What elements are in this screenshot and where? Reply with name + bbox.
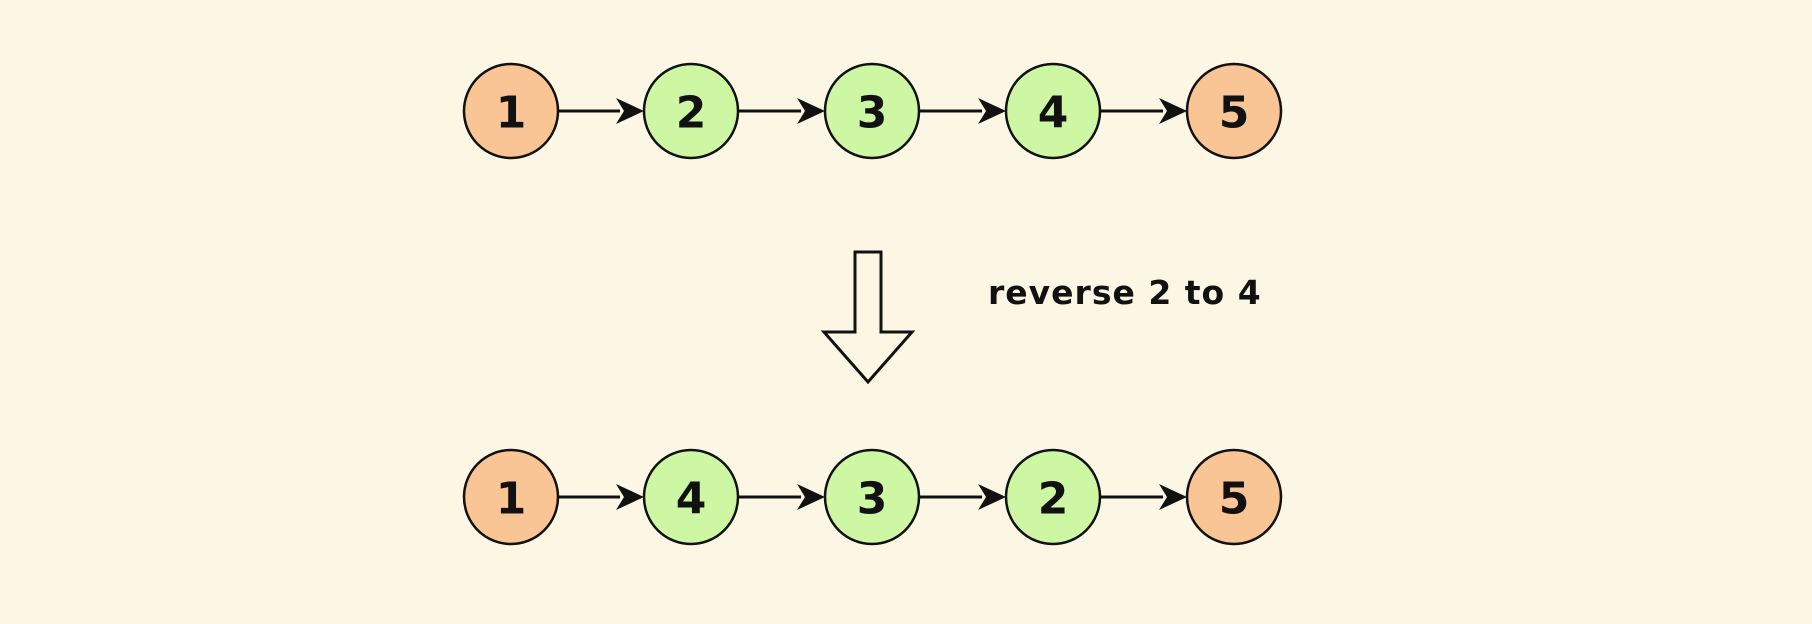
node-circle [1185,62,1283,160]
node-label: 4 [676,474,707,525]
node-label: 5 [1219,88,1250,139]
node-label: 2 [1038,474,1069,525]
node-label: 3 [857,474,888,525]
node-label: 1 [496,474,527,525]
list-node: 3 [823,62,921,160]
transition-caption: reverse 2 to 4 [988,273,1262,312]
list-node: 5 [1185,62,1283,160]
link-arrowhead-icon [978,98,1006,124]
node-label: 3 [857,88,888,139]
list-node: 4 [642,448,740,546]
node-circle [642,448,740,546]
transition-arrow-group: reverse 2 to 4 [820,250,1262,385]
list-after: 1 4 3 2 5 [462,448,1283,546]
node-label: 2 [676,88,707,139]
list-node: 2 [1004,448,1102,546]
list-node: 1 [462,62,560,160]
hollow-down-arrow-icon [820,250,916,385]
node-circle [1185,448,1283,546]
node-circle [462,448,560,546]
list-node: 5 [1185,448,1283,546]
link-arrowhead-icon [797,98,825,124]
node-label: 1 [496,88,527,139]
link-arrowhead-icon [1159,98,1187,124]
node-circle [823,62,921,160]
link-arrowhead-icon [797,484,825,510]
link-arrowhead-icon [616,484,644,510]
node-circle [823,448,921,546]
node-label: 4 [1038,88,1069,139]
node-circle [1004,448,1102,546]
node-circle [462,62,560,160]
node-circle [1004,62,1102,160]
link-arrowhead-icon [1159,484,1187,510]
link-arrowhead-icon [616,98,644,124]
list-node: 1 [462,448,560,546]
node-circle [642,62,740,160]
list-before: 1 2 3 4 5 [462,62,1283,160]
list-node: 2 [642,62,740,160]
list-node: 4 [1004,62,1102,160]
node-label: 5 [1219,474,1250,525]
list-node: 3 [823,448,921,546]
link-arrowhead-icon [978,484,1006,510]
